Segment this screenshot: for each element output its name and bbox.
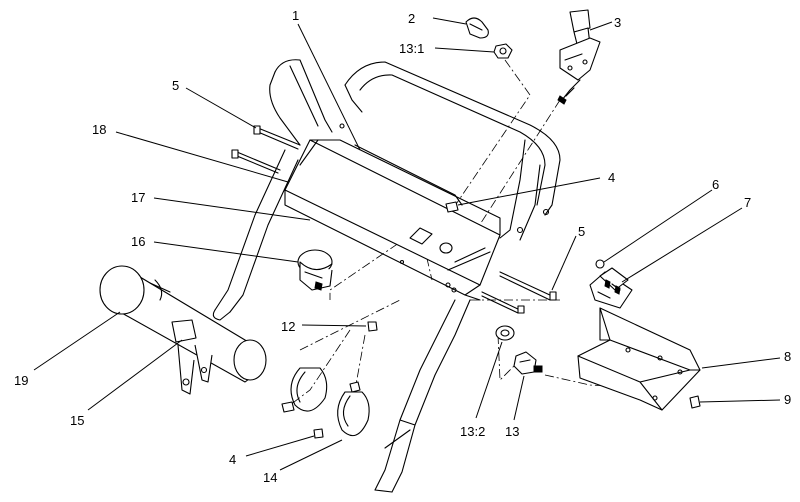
callout-17: 17 [131,190,145,205]
callout-18: 18 [92,122,106,137]
muffler-guard [99,265,267,395]
callout-14: 14 [263,470,277,485]
callout-7: 7 [744,195,751,210]
callout-4: 4 [229,452,236,467]
bolts [231,125,557,314]
small-hardware [367,201,459,332]
callout-13-1: 13:1 [399,41,424,56]
callout-13-2: 13:2 [460,424,485,439]
callout-8: 8 [784,349,791,364]
leader-lines [33,17,781,471]
callout-16: 16 [131,234,145,249]
callout-3: 3 [614,15,621,30]
switch [297,249,333,291]
callout-5: 5 [172,78,179,93]
key-and-nut [465,17,513,59]
washer-and-nut [495,325,543,375]
callout-2: 2 [408,11,415,26]
callout-4: 4 [608,170,615,185]
mounting-bracket [577,307,701,411]
handle-frame [212,59,561,493]
callout-1: 1 [292,8,299,23]
callout-15: 15 [70,413,84,428]
callout-5: 5 [578,224,585,239]
throttle-control [557,9,601,105]
solenoid [589,259,633,309]
callout-labels: 1 2 3 13:1 5 18 17 16 4 6 7 5 12 8 9 19 … [14,8,791,485]
callout-19: 19 [14,373,28,388]
callout-6: 6 [712,177,719,192]
callout-13: 13 [505,424,519,439]
callout-12: 12 [281,319,295,334]
cable-clamps [281,367,370,439]
callout-9: 9 [784,392,791,407]
